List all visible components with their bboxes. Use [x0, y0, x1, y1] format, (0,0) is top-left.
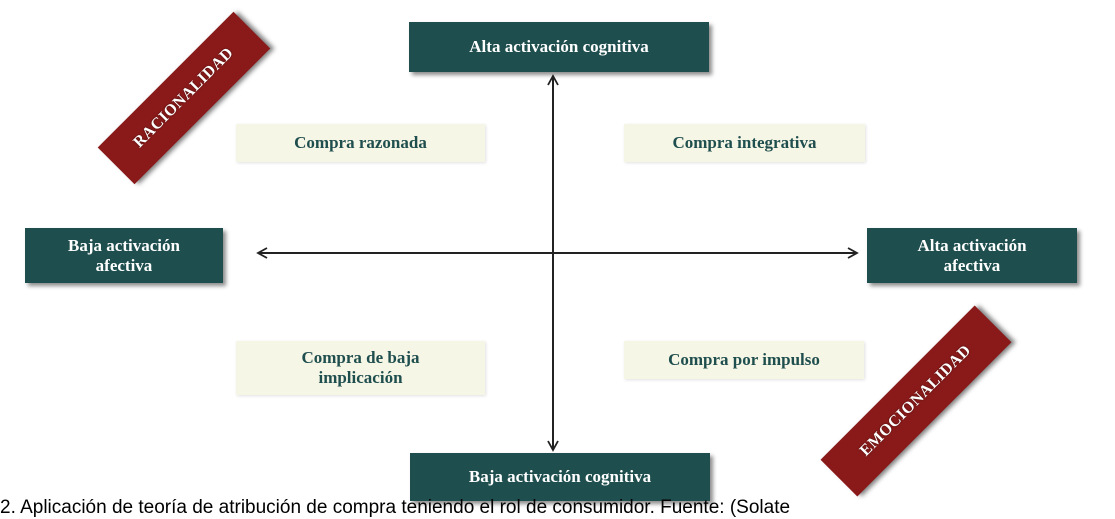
- quadrant-bottom-left: Compra de baja implicación: [236, 341, 485, 395]
- axis-label-right: Alta activación afectiva: [867, 228, 1077, 283]
- axis-label-left: Baja activación afectiva: [25, 228, 223, 283]
- axis-label-bottom: Baja activación cognitiva: [410, 453, 710, 501]
- figure-caption: 2. Aplicación de teoría de atribución de…: [0, 497, 791, 518]
- quadrant-top-left: Compra razonada: [236, 124, 485, 162]
- quadrant-top-right: Compra integrativa: [624, 124, 865, 162]
- quadrant-bottom-right: Compra por impulso: [624, 341, 864, 379]
- axis-label-top: Alta activación cognitiva: [409, 22, 709, 72]
